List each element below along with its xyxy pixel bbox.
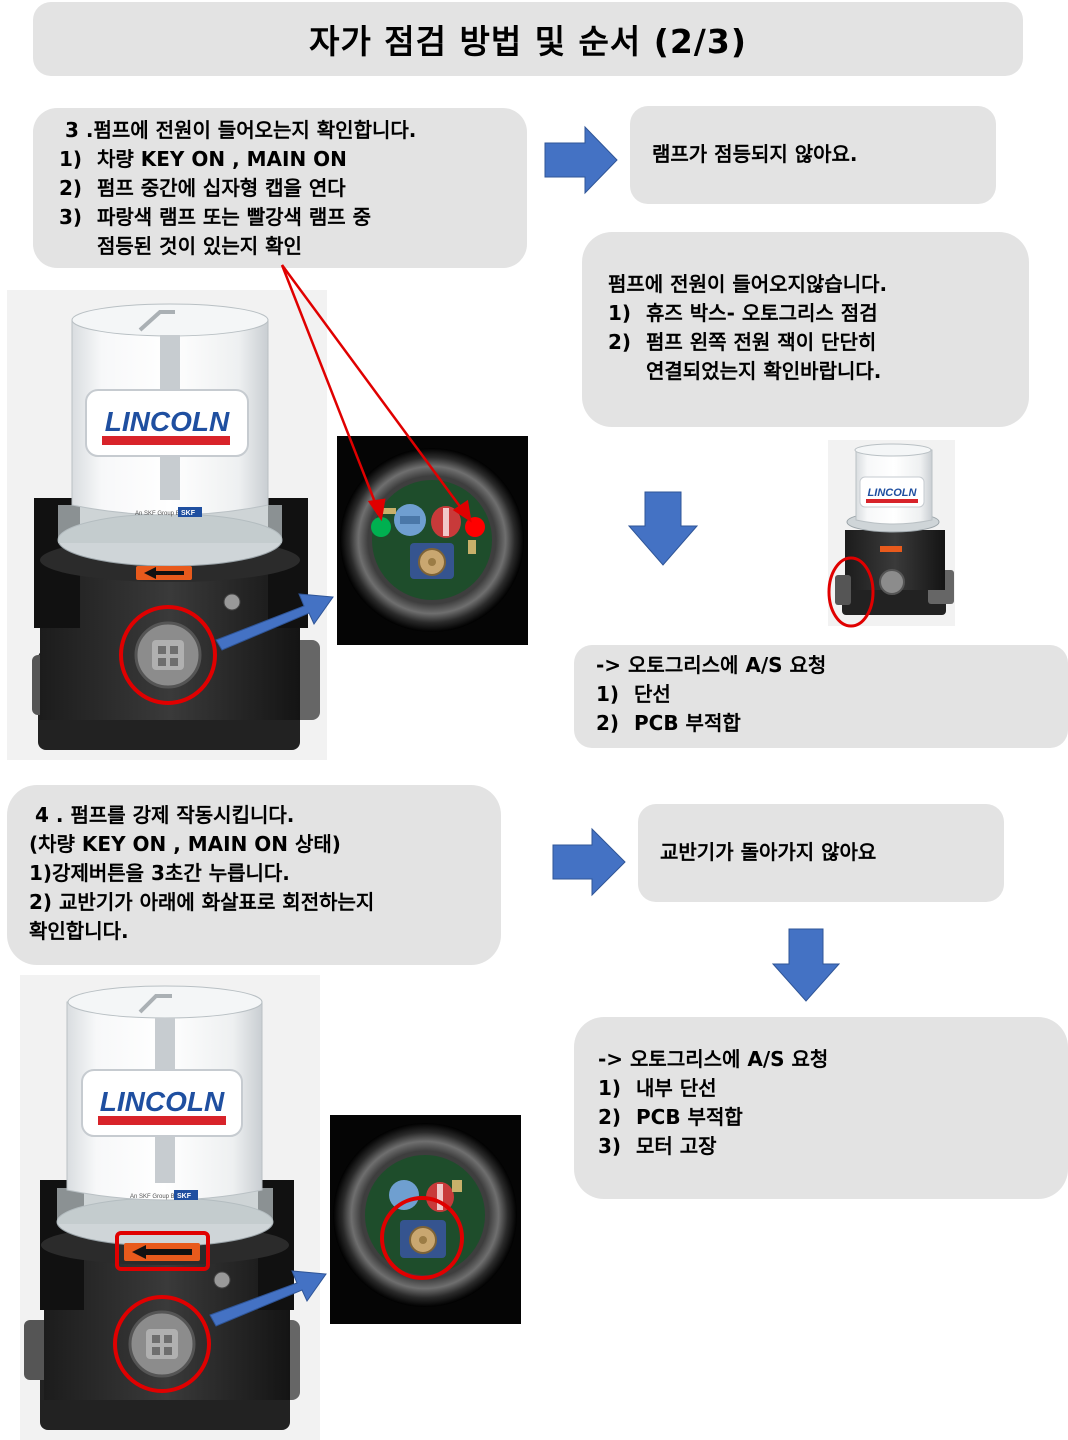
no-power-item-2: 2)펌프 왼쪽 전원 잭이 단단히 — [608, 330, 877, 354]
lincoln-logo-2: LINCOLN — [100, 1086, 225, 1117]
no-power-item-2-cont: 연결되었는지 확인바랍니다. — [646, 359, 882, 383]
page-title: 자가 점검 방법 및 순서 (2/3) — [309, 22, 747, 61]
no-power-box: 펌프에 전원이 들어오지않습니다. 1)휴즈 박스- 오토그리스 점검 2)펌프… — [582, 232, 1029, 427]
step4-line-2: (차량 KEY ON , MAIN ON 상태) — [29, 832, 341, 856]
no-power-item-1: 1)휴즈 박스- 오토그리스 점검 — [608, 301, 878, 325]
arrow-to-closeup-2 — [209, 1270, 327, 1327]
page-title-box: 자가 점검 방법 및 순서 (2/3) — [33, 2, 1023, 76]
step4-line-4: 2) 교반기가 아래에 화살표로 회전하는지 — [29, 890, 375, 914]
lamp-off-text: 램프가 점등되지 않아요. — [652, 142, 858, 166]
as-request-2-item-2: 2)PCB 부적합 — [598, 1105, 743, 1129]
lincoln-logo-small: LINCOLN — [868, 487, 918, 499]
as-request-2-item-1: 1)내부 단선 — [598, 1076, 717, 1100]
direction-arrow-highlight — [115, 1231, 210, 1271]
as-request-2-heading: -> 오토그리스에 A/S 요청 — [598, 1047, 829, 1071]
as-request-1-box: -> 오토그리스에 A/S 요청 1)단선 2)PCB 부적합 — [574, 645, 1068, 748]
as-request-1-heading: -> 오토그리스에 A/S 요청 — [596, 653, 827, 677]
arrow-right-2 — [552, 827, 626, 897]
pump-1-skf: SKF — [181, 510, 196, 517]
as-request-2-box: -> 오토그리스에 A/S 요청 1)내부 단선 2)PCB 부적합 3)모터 … — [574, 1017, 1068, 1199]
power-jack-highlight-2 — [113, 1295, 211, 1393]
power-jack-highlight-small — [827, 556, 875, 628]
step4-line-3: 1)강제버튼을 3초간 누릅니다. — [29, 861, 290, 885]
closeup-photo-2 — [330, 1115, 521, 1324]
arrow-right-1 — [544, 125, 618, 195]
power-jack-highlight-1 — [119, 605, 217, 705]
pump-2-skf: SKF — [177, 1193, 192, 1200]
closeup-photo-1 — [337, 436, 528, 645]
red-pointer-arrows — [280, 264, 472, 523]
step3-item-1: 1)차량 KEY ON , MAIN ON — [59, 147, 347, 171]
pump-image-small: LINCOLN — [828, 440, 955, 626]
lincoln-logo-1: LINCOLN — [105, 406, 230, 437]
as-request-2-item-3: 3)모터 고장 — [598, 1134, 717, 1158]
step3-item-3: 3)파랑색 램프 또는 빨강색 램프 중 — [59, 205, 372, 229]
arrow-to-closeup-1 — [215, 593, 334, 651]
pump-image-1: LINCOLN An SKF Group Brand SKF — [7, 290, 327, 760]
step3-item-2: 2)펌프 중간에 십자형 캡을 연다 — [59, 176, 346, 200]
step3-box: 3 .펌프에 전원이 들어오는지 확인합니다. 1)차량 KEY ON , MA… — [33, 108, 527, 268]
step4-line-1: 4 . 펌프를 강제 작동시킵니다. — [35, 803, 295, 827]
as-request-1-item-2: 2)PCB 부적합 — [596, 711, 741, 735]
arrow-down-1 — [627, 491, 699, 566]
agitator-off-box: 교반기가 돌아가지 않아요 — [638, 804, 1004, 902]
pump-2-sub-brand: An SKF Group Brand — [130, 1194, 187, 1200]
arrow-down-2 — [771, 928, 841, 1002]
red-lamp-indicator — [465, 517, 485, 537]
no-power-heading: 펌프에 전원이 들어오지않습니다. — [608, 272, 888, 296]
step3-item-3-cont: 점등된 것이 있는지 확인 — [97, 234, 302, 258]
step3-heading: 3 .펌프에 전원이 들어오는지 확인합니다. — [65, 118, 417, 142]
agitator-off-text: 교반기가 돌아가지 않아요 — [660, 840, 877, 864]
step4-line-5: 확인합니다. — [29, 919, 129, 943]
green-lamp-indicator — [371, 517, 391, 537]
agitator-highlight — [380, 1196, 464, 1280]
lamp-off-box: 램프가 점등되지 않아요. — [630, 106, 996, 204]
step4-box: 4 . 펌프를 강제 작동시킵니다. (차량 KEY ON , MAIN ON … — [7, 785, 501, 965]
as-request-1-item-1: 1)단선 — [596, 682, 671, 706]
pump-image-2: LINCOLN An SKF Group Brand SKF — [20, 975, 320, 1440]
pump-1-sub-brand: An SKF Group Brand — [135, 511, 192, 517]
